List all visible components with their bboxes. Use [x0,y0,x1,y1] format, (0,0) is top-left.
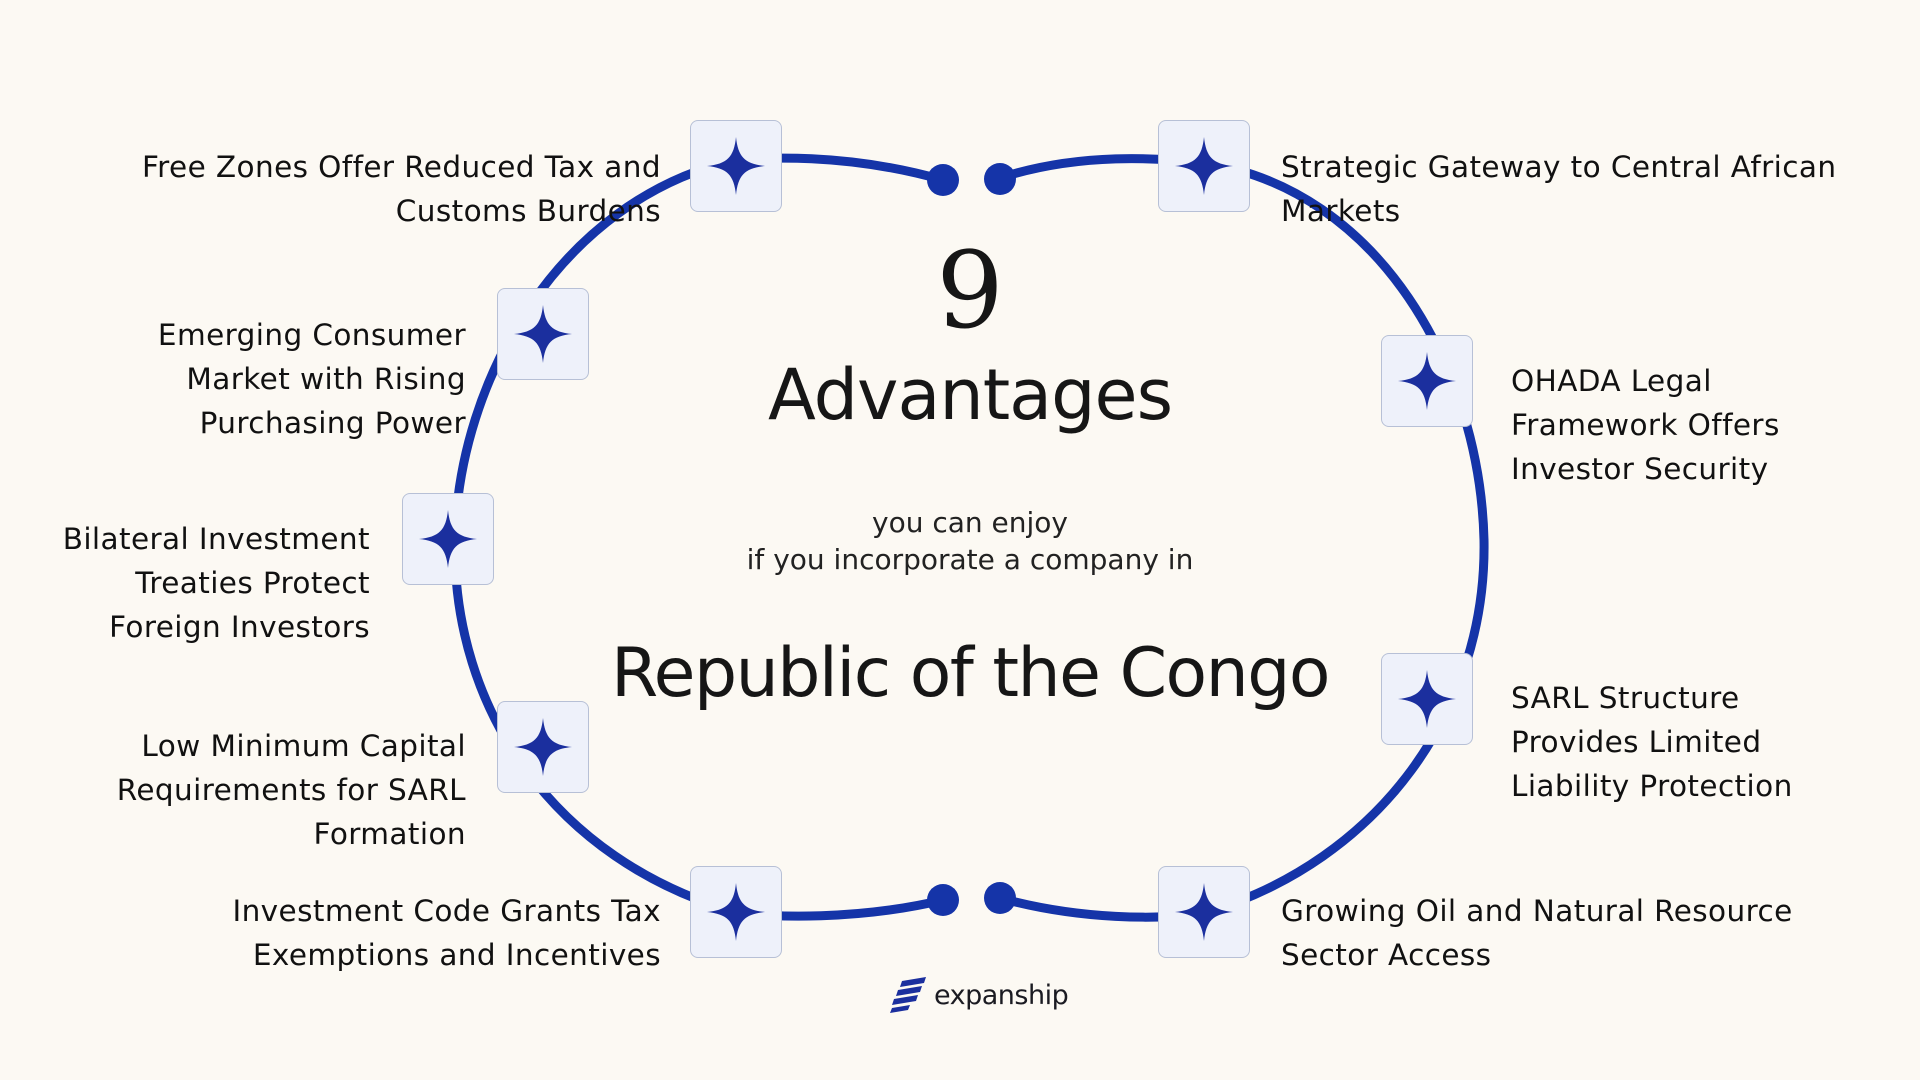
advantage-label-line: Emerging Consumer [157,318,466,352]
advantage-label-sarl-structure: SARL Structure Provides Limited Liabilit… [1511,676,1793,808]
advantage-label-line: Free Zones Offer Reduced Tax and [141,150,661,184]
sparkle-icon [1398,352,1456,410]
node-minimum-capital [497,701,589,793]
sparkle-icon [1175,137,1233,195]
sparkle-icon [707,883,765,941]
node-free-zones [690,120,782,212]
advantages-count: 9 [936,229,1004,352]
advantage-label-line: Liability Protection [1511,769,1793,803]
advantage-label-line: Customs Burdens [395,194,661,228]
advantage-label-line: Treaties Protect [135,566,370,600]
advantage-label-line: Framework Offers [1511,408,1780,442]
advantage-label-line: Purchasing Power [199,406,466,440]
node-ohada-framework [1381,335,1473,427]
node-sarl-structure [1381,653,1473,745]
brand-logo: expanship [890,975,1069,1015]
center-subtitle: you can enjoy if you incorporate a compa… [660,504,1280,578]
country-name: Republic of the Congo [610,634,1331,713]
advantage-label-line: Formation [313,817,466,851]
advantage-label-ohada-framework: OHADA Legal Framework Offers Investor Se… [1511,359,1780,491]
advantage-label-line: Foreign Investors [109,610,370,644]
advantage-label-oil-resources: Growing Oil and Natural Resource Sector … [1281,889,1793,977]
advantage-label-consumer-market: Emerging Consumer Market with Rising Pur… [158,313,466,445]
sparkle-icon [1175,883,1233,941]
node-oil-resources [1158,866,1250,958]
sparkle-icon [514,718,572,776]
advantage-label-line: SARL Structure [1511,681,1740,715]
brand-name: expanship [934,979,1069,1011]
center-title: Advantages [767,354,1173,436]
advantage-label-line: Investor Security [1511,452,1769,486]
advantage-label-line: Strategic Gateway to Central African [1281,150,1837,184]
advantage-label-line: Exemptions and Incentives [252,938,661,972]
advantage-label-line: Bilateral Investment [62,522,370,556]
advantage-label-investment-code: Investment Code Grants Tax Exemptions an… [232,889,661,977]
advantage-label-line: Sector Access [1281,938,1492,972]
node-bilateral-treaties [402,493,494,585]
advantage-label-line: Provides Limited [1511,725,1762,759]
advantage-label-line: Market with Rising [186,362,466,396]
sparkle-icon [1398,670,1456,728]
expanship-logo-icon [890,977,926,1013]
advantage-label-line: Low Minimum Capital [141,729,466,763]
sparkle-icon [419,510,477,568]
sparkle-icon [514,305,572,363]
sparkle-icon [707,137,765,195]
advantage-label-bilateral-treaties: Bilateral Investment Treaties Protect Fo… [63,517,370,649]
node-investment-code [690,866,782,958]
advantage-label-free-zones: Free Zones Offer Reduced Tax and Customs… [142,145,661,233]
node-strategic-gateway [1158,120,1250,212]
center-subtitle-line: if you incorporate a company in [746,543,1194,576]
advantage-label-line: Investment Code Grants Tax [232,894,661,928]
advantage-label-line: OHADA Legal [1511,364,1712,398]
center-subtitle-line: you can enjoy [872,506,1068,539]
advantage-label-minimum-capital: Low Minimum Capital Requirements for SAR… [117,724,466,856]
advantage-label-line: Requirements for SARL [116,773,466,807]
ring-end-dots [927,163,1016,916]
node-consumer-market [497,288,589,380]
advantage-label-line: Growing Oil and Natural Resource [1281,894,1793,928]
advantage-label-strategic-gateway: Strategic Gateway to Central African Mar… [1281,145,1836,233]
advantage-label-line: Markets [1281,194,1401,228]
